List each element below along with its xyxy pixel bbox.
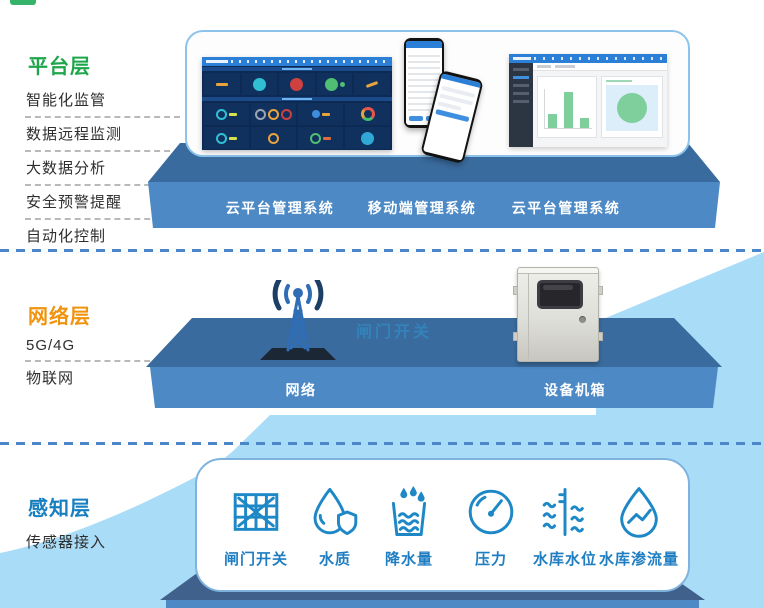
perception-layer-title: 感知层 <box>28 498 91 520</box>
sensor-reservoir-level: 水库水位 <box>525 486 605 569</box>
stage-label-cloud-platform-2: 云平台管理系统 <box>511 200 621 216</box>
network-feature: 5G/4G <box>25 332 180 362</box>
seepage-icon <box>620 487 658 538</box>
dashboard-header <box>509 54 667 63</box>
sensor-water-quality: 水质 <box>295 486 375 569</box>
network-stage-top <box>146 318 722 367</box>
gate-switch-watermark: 闸门开关 <box>356 324 433 341</box>
cabinet-lock <box>579 316 586 323</box>
sensor-label: 水质 <box>318 551 351 568</box>
sensor-label: 闸门开关 <box>223 551 288 568</box>
pressure-icon <box>468 489 514 535</box>
radio-tower-icon <box>260 280 336 360</box>
platform-feature-list: 智能化监管 数据远程监测 大数据分析 安全预警提醒 自动化控制 <box>25 84 180 252</box>
network-feature-list: 5G/4G 物联网 <box>25 332 180 394</box>
sensor-card: 闸门开关 水质 降水量 <box>195 458 690 592</box>
platform-feature: 智能化监管 <box>25 84 180 118</box>
platform-screens-card <box>185 30 690 165</box>
layer-divider-bottom <box>0 442 764 445</box>
platform-layer-title: 平台层 <box>28 56 91 78</box>
perception-feature-list: 传感器接入 <box>25 526 180 558</box>
network-layer-title: 网络层 <box>28 306 91 328</box>
platform-feature: 安全预警提醒 <box>25 186 180 220</box>
perception-stage-front <box>166 600 699 608</box>
water-quality-icon <box>313 487 358 536</box>
dashboard-header <box>202 57 392 66</box>
sensor-gate-switch: 闸门开关 <box>216 486 296 569</box>
sensor-pressure: 压力 <box>451 486 531 569</box>
pie-chart-panel <box>601 76 663 138</box>
sensor-rainfall: 降水量 <box>369 486 449 569</box>
sensor-seepage-flow: 水库渗流量 <box>599 486 679 569</box>
platform-feature: 大数据分析 <box>25 152 180 186</box>
sensor-label: 降水量 <box>384 551 433 568</box>
decorative-mark <box>10 0 36 5</box>
sensor-label: 水库渗流量 <box>599 551 680 568</box>
bar-chart-panel <box>537 76 597 138</box>
water-level-icon <box>542 487 584 537</box>
cloud-analytics-screenshot <box>509 54 667 147</box>
platform-stage-front <box>148 182 720 228</box>
stage-label-equipment-cabinet: 设备机箱 <box>544 382 606 398</box>
cabinet-window <box>537 280 583 309</box>
network-feature: 物联网 <box>26 370 75 387</box>
equipment-cabinet-image <box>513 267 603 362</box>
stage-label-cloud-platform: 云平台管理系统 <box>225 200 335 216</box>
perception-feature: 传感器接入 <box>26 534 107 551</box>
stage-label-mobile: 移动端管理系统 <box>367 200 477 216</box>
gate-icon <box>233 493 279 531</box>
platform-feature: 数据远程监测 <box>25 118 180 152</box>
network-stage-front <box>150 367 718 408</box>
layer-divider-top <box>0 249 764 252</box>
sensor-label: 压力 <box>474 551 507 568</box>
platform-feature: 自动化控制 <box>26 228 107 245</box>
mobile-app-screenshot-list <box>404 38 444 128</box>
sensor-label: 水库水位 <box>532 551 597 568</box>
rainfall-icon <box>391 486 427 537</box>
stage-label-network: 网络 <box>285 382 317 398</box>
dashboard-sidebar <box>509 63 533 147</box>
cloud-dashboard-screenshot <box>202 57 392 150</box>
